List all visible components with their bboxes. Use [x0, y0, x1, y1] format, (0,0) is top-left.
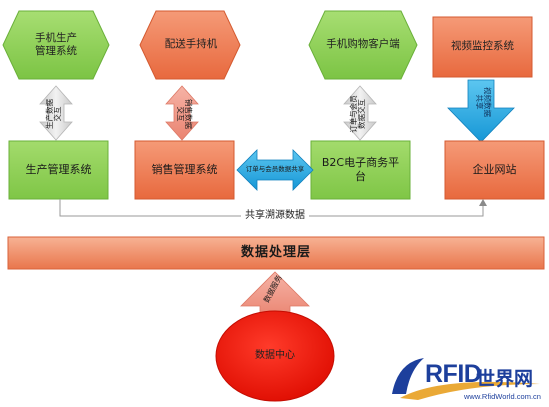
label-enterprise-website: 企业网站 [472, 163, 517, 177]
hex-mobile-production [2, 10, 110, 80]
watermark-logo [392, 358, 540, 400]
box-enterprise-website [444, 140, 545, 200]
arrow-production-exchange [39, 85, 73, 141]
label-data-center: 数据中心 [255, 349, 295, 361]
watermark: RFID 世界网 www.RfidWorld.com.cn [384, 357, 549, 407]
arrow-order-member-share [236, 149, 314, 191]
arrow-order-exchange [343, 85, 377, 141]
arrow-sales-exchange [165, 85, 199, 141]
label-mobile-shopping: 手机购物客户端 [326, 38, 400, 51]
label-trace-share: 共享溯源数据 [225, 210, 325, 223]
trace-share-text: 共享溯源数据 [241, 210, 309, 223]
box-video-monitoring [432, 16, 533, 78]
data-center-ellipse [215, 310, 335, 402]
label-sales-system: 销售管理系统 [151, 163, 218, 177]
label-b2c-platform: B2C电子商务平 台 [321, 156, 400, 183]
hex-delivery-handheld [139, 10, 241, 80]
label-mobile-production: 手机生产 管理系统 [35, 31, 77, 57]
arrow-video-share [447, 79, 515, 143]
hex-mobile-shopping [308, 10, 418, 80]
label-production-system: 生产管理系统 [25, 163, 92, 177]
label-sales-exchange: 销售数据 交互 [175, 99, 193, 129]
data-processing-layer-bar [7, 236, 545, 270]
box-sales-system [134, 140, 235, 200]
label-video-share: 视频数据 共享 [474, 87, 492, 117]
label-delivery-handheld: 配送手持机 [164, 38, 218, 51]
watermark-site: www.RfidWorld.com.cn [464, 392, 541, 401]
box-production-system [8, 140, 109, 200]
label-production-exchange: 生产数据 交互 [45, 99, 63, 129]
label-data-processing-layer: 数据处理层 [240, 244, 311, 260]
label-order-exchange: 订单与会员 数据交互 [349, 95, 367, 133]
watermark-brand-word: RFID [425, 360, 482, 388]
label-order-member-share: 订单与会员数据共享 [245, 165, 305, 174]
label-video-monitoring: 视频监控系统 [451, 40, 514, 53]
watermark-brand-cn: 世界网 [476, 368, 534, 390]
